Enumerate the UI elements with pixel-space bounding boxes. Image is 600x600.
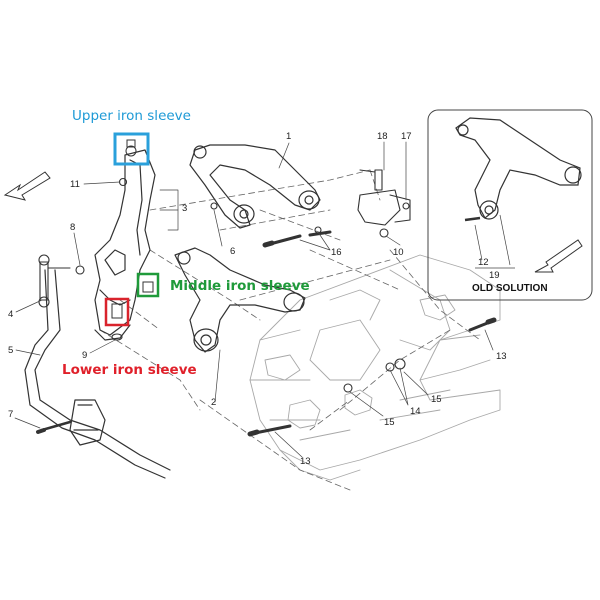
direction-arrow-inset (534, 239, 583, 273)
part-number-9: 9 (82, 350, 88, 361)
part-number-12: 12 (478, 257, 489, 268)
part-number-1: 1 (286, 131, 292, 142)
end-link (38, 254, 71, 308)
old-solution-label: OLD SOLUTION (472, 283, 548, 294)
part-number-8: 8 (70, 222, 76, 233)
part-number-7: 7 (8, 409, 14, 420)
part-number-15a: 15 (431, 394, 442, 405)
upper-arm (189, 144, 321, 229)
upper-sleeve-box (113, 132, 150, 166)
inset-old-solution (427, 109, 593, 301)
part-number-13a: 13 (496, 351, 507, 362)
part-number-5: 5 (8, 345, 14, 356)
part-number-13b: 13 (300, 456, 311, 467)
stabilizer-bar (24, 269, 171, 479)
upper-iron-sleeve-label: Upper iron sleeve (72, 108, 191, 124)
lower-arm (174, 247, 306, 353)
part-number-15b: 15 (384, 417, 395, 428)
part-number-18: 18 (377, 131, 388, 142)
part-number-3: 3 (182, 203, 188, 214)
subframe (249, 254, 501, 481)
bolts (36, 230, 497, 437)
height-sensor (357, 169, 411, 226)
part-number-2: 2 (211, 397, 217, 408)
part-number-14: 14 (410, 406, 421, 417)
leader-lines (14, 141, 494, 458)
construction-lines (99, 169, 481, 491)
part-number-10: 10 (393, 247, 404, 258)
direction-arrow-left (3, 171, 51, 201)
part-number-11: 11 (70, 179, 80, 190)
part-number-19: 19 (489, 270, 500, 281)
middle-sleeve-box (136, 272, 160, 298)
lower-iron-sleeve-label: Lower iron sleeve (62, 362, 197, 378)
part-number-16: 16 (331, 247, 342, 258)
middle-iron-sleeve-label: Middle iron sleeve (170, 278, 310, 294)
lower-sleeve-box (104, 297, 130, 327)
part-number-6: 6 (230, 246, 236, 257)
part-number-17: 17 (401, 131, 412, 142)
part-number-4: 4 (8, 309, 14, 320)
